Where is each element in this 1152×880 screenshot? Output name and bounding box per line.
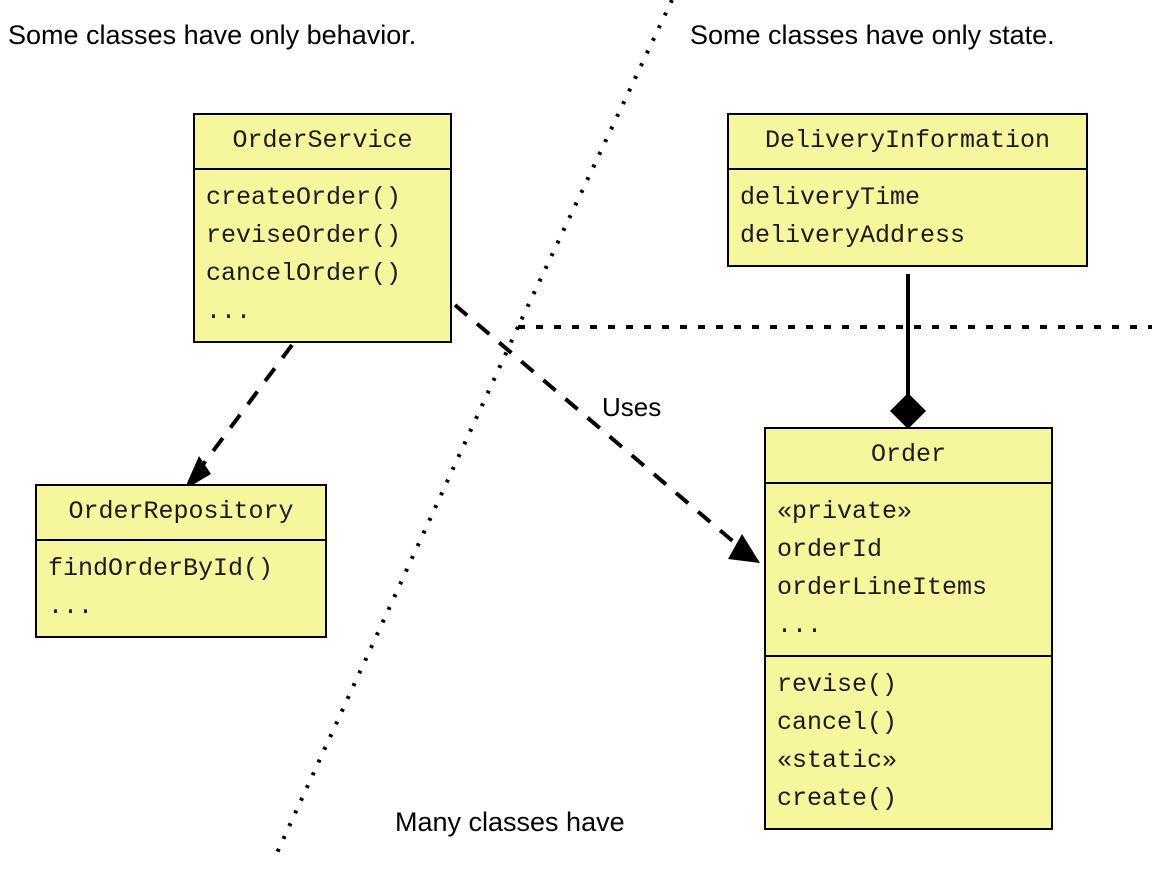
class-name-orderservice: OrderService xyxy=(232,126,413,155)
class-member: deliveryTime xyxy=(740,183,921,212)
class-member: orderId xyxy=(777,535,883,564)
class-member: findOrderById() xyxy=(48,554,274,583)
class-member: orderLineItems xyxy=(777,573,988,602)
class-name-orderrepository: OrderRepository xyxy=(68,497,294,526)
class-member: «static» xyxy=(777,746,898,775)
class-member: revise() xyxy=(777,670,898,699)
class-box-orderservice[interactable]: OrderService createOrder() reviseOrder()… xyxy=(193,113,452,343)
class-member: deliveryAddress xyxy=(740,221,966,250)
class-member: cancelOrder() xyxy=(206,259,402,288)
class-box-deliveryinformation[interactable]: DeliveryInformation deliveryTime deliver… xyxy=(727,113,1088,267)
region-divider-upper-right xyxy=(516,0,674,328)
edge-label-uses: Uses xyxy=(602,392,662,422)
class-box-orderrepository[interactable]: OrderRepository findOrderById() ... xyxy=(35,484,327,638)
class-name-deliveryinformation: DeliveryInformation xyxy=(764,126,1051,155)
caption-state-and-behavior: Many classes have state and behavior. xyxy=(395,737,625,880)
dependency-orderservice-orderrepository xyxy=(194,343,294,476)
caption-behavior: Some classes have only behavior. xyxy=(8,20,417,50)
class-box-order[interactable]: Order «private» orderId orderLineItems .… xyxy=(764,427,1053,830)
dependency-arrowhead-order xyxy=(728,534,760,563)
caption-state-and-behavior-line1: Many classes have xyxy=(395,807,625,837)
class-member: «private» xyxy=(777,497,913,526)
dependency-orderservice-order xyxy=(453,303,744,551)
class-member: ... xyxy=(48,592,94,621)
class-operations-orderrepository: findOrderById() ... xyxy=(37,539,325,636)
caption-state: Some classes have only state. xyxy=(690,20,1055,50)
class-member: cancel() xyxy=(777,708,898,737)
class-name-order: Order xyxy=(870,440,946,469)
composition-diamond xyxy=(890,393,926,429)
class-member: ... xyxy=(777,611,823,640)
class-attributes-order: «private» orderId orderLineItems ... xyxy=(766,482,1051,655)
class-attributes-deliveryinformation: deliveryTime deliveryAddress xyxy=(729,168,1086,265)
class-operations-orderservice: createOrder() reviseOrder() cancelOrder(… xyxy=(195,168,450,341)
class-member: reviseOrder() xyxy=(206,221,402,250)
class-operations-order: revise() cancel() «static» create() xyxy=(766,655,1051,828)
class-member: createOrder() xyxy=(206,183,402,212)
class-member: ... xyxy=(206,297,252,326)
class-member: create() xyxy=(777,784,898,813)
